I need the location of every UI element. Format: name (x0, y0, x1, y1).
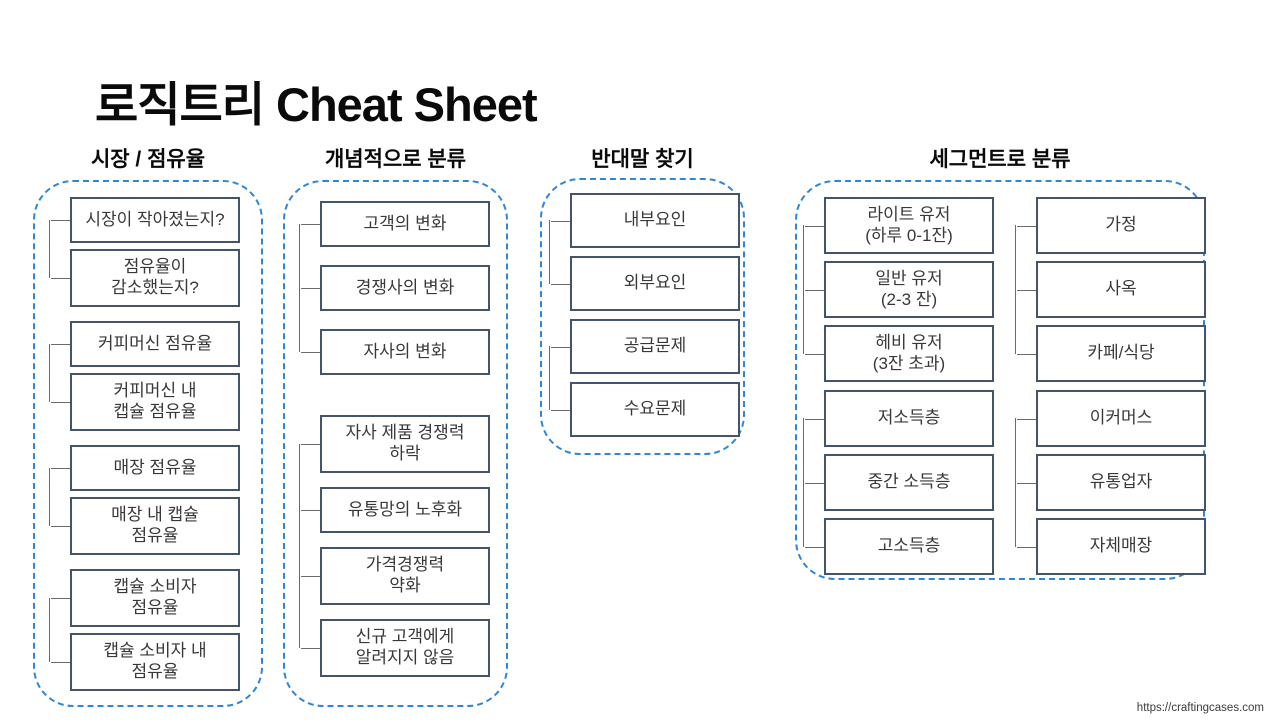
tree-cluster: 가정 사옥 카페/식당 (1015, 197, 1206, 382)
tree-node-label: 이커머스 (1089, 408, 1153, 428)
tree-node: 자사의 변화 (301, 329, 490, 375)
footer-url: https://craftingcases.com (1136, 702, 1264, 714)
group-conceptual: 고객의 변화 경쟁사의 변화 자사의 변화 자사 제품 경쟁력 하락 유통망의 … (283, 180, 508, 707)
bracket-line (49, 468, 50, 526)
tree-node-label: 시장이 작아졌는지? (85, 209, 225, 229)
tree-cluster: 공급문제 수요문제 (549, 319, 740, 437)
bracket-line (1015, 418, 1016, 547)
tree-node: 캡슐 소비자 점유율 (51, 569, 240, 627)
bracket-line (299, 444, 300, 648)
tree-node: 매장 내 캡슐 점유율 (51, 497, 240, 555)
tree-node: 가격경쟁력 약화 (301, 547, 490, 605)
tree-node: 고소득층 (805, 518, 994, 575)
group-header-segments: 세그먼트로 분류 (929, 148, 1071, 171)
tree-node: 유통업자 (1017, 454, 1206, 511)
tree-node-label: 커피머신 점유율 (97, 333, 213, 353)
tree-node-label: 라이트 유저 (하루 0-1잔) (865, 204, 953, 245)
tree-node: 중간 소득층 (805, 454, 994, 511)
tree-node: 경쟁사의 변화 (301, 265, 490, 311)
tree-node-label: 고객의 변화 (363, 213, 447, 233)
tree-node-label: 유통업자 (1089, 472, 1153, 492)
tree-node-label: 점유율이 감소했는지? (111, 257, 199, 297)
tree-node-label: 자체매장 (1089, 536, 1153, 556)
tree-node: 수요문제 (551, 382, 740, 437)
tree-node: 캡슐 소비자 내 점유율 (51, 633, 240, 691)
tree-node: 내부요인 (551, 193, 740, 248)
tree-node: 자체매장 (1017, 518, 1206, 575)
tree-node-label: 유통망의 노후화 (347, 499, 463, 519)
bracket-line (299, 224, 300, 352)
tree-node: 카페/식당 (1017, 325, 1206, 382)
group-header-conceptual: 개념적으로 분류 (324, 148, 467, 171)
tree-node-label: 내부요인 (623, 210, 687, 230)
segments-right-column: 가정 사옥 카페/식당 이커머스 유통업자 자체매장 (1015, 197, 1206, 578)
tree-node-label: 가정 (1105, 215, 1137, 235)
tree-node: 이커머스 (1017, 390, 1206, 447)
tree-node: 저소득층 (805, 390, 994, 447)
tree-cluster: 이커머스 유통업자 자체매장 (1015, 390, 1206, 575)
tree-node-label: 커피머신 내 캡슐 점유율 (113, 381, 197, 421)
tree-node: 커피머신 점유율 (51, 321, 240, 367)
tree-node-label: 헤비 유저 (3잔 초과) (872, 332, 946, 373)
tree-node-label: 카페/식당 (1087, 343, 1155, 363)
segments-left-column: 라이트 유저 (하루 0-1잔) 일반 유저 (2-3 잔) 헤비 유저 (3잔… (803, 197, 994, 578)
tree-node-label: 경쟁사의 변화 (355, 277, 455, 297)
tree-node: 매장 점유율 (51, 445, 240, 491)
tree-node-label: 캡슐 소비자 점유율 (113, 577, 197, 617)
tree-node-label: 중간 소득층 (867, 472, 951, 492)
bracket-line (49, 598, 50, 662)
tree-node-label: 캡슐 소비자 내 점유율 (103, 641, 207, 681)
tree-node-label: 저소득층 (877, 408, 941, 428)
tree-node: 시장이 작아졌는지? (51, 197, 240, 243)
tree-cluster: 캡슐 소비자 점유율 캡슐 소비자 내 점유율 (49, 569, 240, 691)
tree-node-label: 수요문제 (623, 399, 687, 419)
tree-cluster: 고객의 변화 경쟁사의 변화 자사의 변화 (299, 201, 490, 375)
group-opposites: 내부요인 외부요인 공급문제 수요문제 (540, 178, 745, 455)
tree-node: 자사 제품 경쟁력 하락 (301, 415, 490, 473)
bracket-line (549, 346, 550, 410)
tree-node-label: 사옥 (1105, 279, 1137, 299)
tree-cluster: 시장이 작아졌는지? 점유율이 감소했는지? (49, 197, 240, 307)
tree-node: 헤비 유저 (3잔 초과) (805, 325, 994, 382)
tree-node-label: 자사 제품 경쟁력 하락 (345, 423, 465, 463)
tree-node-label: 가격경쟁력 약화 (365, 555, 445, 595)
tree-node: 점유율이 감소했는지? (51, 249, 240, 307)
tree-node: 공급문제 (551, 319, 740, 374)
tree-node: 외부요인 (551, 256, 740, 311)
tree-node: 유통망의 노후화 (301, 487, 490, 533)
tree-node-label: 매장 점유율 (113, 457, 197, 477)
tree-node: 고객의 변화 (301, 201, 490, 247)
group-header-market-share: 시장 / 점유율 (90, 148, 206, 171)
tree-cluster: 커피머신 점유율 커피머신 내 캡슐 점유율 (49, 321, 240, 431)
bracket-line (549, 220, 550, 284)
tree-node-label: 매장 내 캡슐 점유율 (111, 505, 199, 545)
group-segments: 라이트 유저 (하루 0-1잔) 일반 유저 (2-3 잔) 헤비 유저 (3잔… (795, 180, 1206, 580)
page-title: 로직트리 Cheat Sheet (95, 78, 538, 131)
bracket-line (49, 220, 50, 278)
tree-node-label: 고소득층 (877, 536, 941, 556)
tree-node-label: 일반 유저 (2-3 잔) (875, 268, 943, 309)
tree-node-label: 자사의 변화 (363, 341, 447, 361)
tree-cluster: 라이트 유저 (하루 0-1잔) 일반 유저 (2-3 잔) 헤비 유저 (3잔… (803, 197, 994, 382)
tree-cluster: 저소득층 중간 소득층 고소득층 (803, 390, 994, 575)
tree-node: 사옥 (1017, 261, 1206, 318)
tree-node: 커피머신 내 캡슐 점유율 (51, 373, 240, 431)
tree-node: 라이트 유저 (하루 0-1잔) (805, 197, 994, 254)
bracket-line (803, 225, 804, 354)
bracket-line (49, 344, 50, 402)
bracket-line (803, 418, 804, 547)
tree-node: 일반 유저 (2-3 잔) (805, 261, 994, 318)
tree-node-label: 공급문제 (623, 336, 687, 356)
tree-node: 신규 고객에게 알려지지 않음 (301, 619, 490, 677)
tree-node-label: 외부요인 (623, 273, 687, 293)
tree-cluster: 매장 점유율 매장 내 캡슐 점유율 (49, 445, 240, 555)
tree-node-label: 신규 고객에게 알려지지 않음 (355, 627, 455, 667)
tree-cluster: 내부요인 외부요인 (549, 193, 740, 311)
group-market-share: 시장이 작아졌는지? 점유율이 감소했는지? 커피머신 점유율 커피머신 내 캡… (33, 180, 263, 707)
group-header-opposites: 반대말 찾기 (591, 148, 694, 171)
tree-cluster: 자사 제품 경쟁력 하락 유통망의 노후화 가격경쟁력 약화 신규 고객에게 알… (299, 415, 490, 677)
bracket-line (1015, 225, 1016, 354)
tree-node: 가정 (1017, 197, 1206, 254)
